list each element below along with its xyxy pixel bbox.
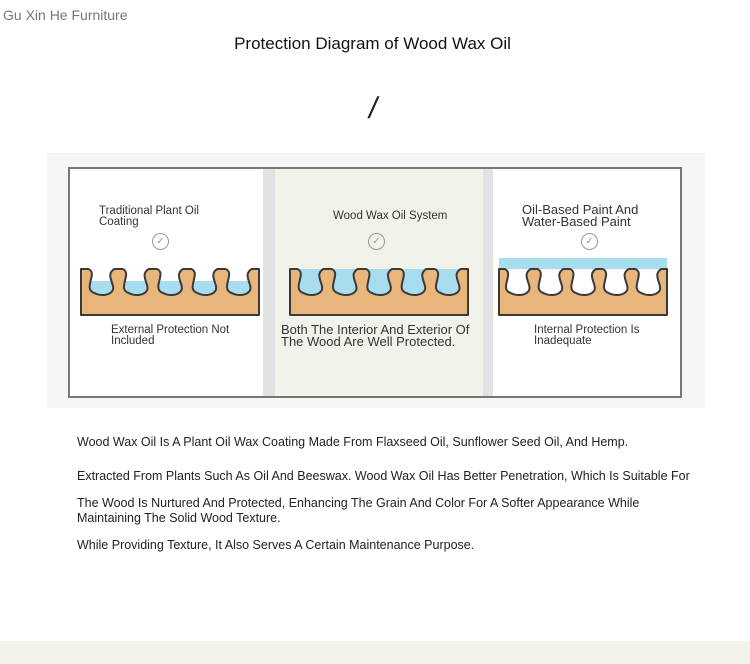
page-title: Protection Diagram of Wood Wax Oil <box>234 34 511 53</box>
panel-heading: Wood Wax Oil System <box>333 210 448 222</box>
description-paragraph: Wood Wax Oil Is A Plant Oil Wax Coating … <box>77 435 629 449</box>
panel-caption: External Protection Not Included <box>111 324 230 347</box>
panel-separator <box>263 169 275 396</box>
wood-surface-illustration <box>289 268 469 316</box>
paint-film <box>499 258 667 270</box>
wood-profile <box>498 268 668 316</box>
description-paragraph: The Wood Is Nurtured And Protected, Enha… <box>77 496 640 525</box>
description-paragraph: While Providing Texture, It Also Serves … <box>77 538 475 552</box>
check-circle-icon: ✓ <box>581 233 598 250</box>
panel-caption: Internal Protection Is Inadequate <box>534 324 640 347</box>
wood-profile <box>80 268 260 316</box>
wood-profile <box>289 268 469 316</box>
wood-surface-illustration <box>80 268 260 316</box>
check-circle-icon: ✓ <box>152 233 169 250</box>
brand-name: Gu Xin He Furniture <box>3 7 128 23</box>
divider-glyph: / <box>366 92 381 125</box>
wood-surface-illustration <box>498 258 668 316</box>
panel-wood-wax-oil: Wood Wax Oil System ✓ Both The Interior … <box>275 169 483 396</box>
diagram: Traditional Plant Oil Coating ✓ External… <box>68 167 682 398</box>
panel-paint: Oil-Based Paint And Water-Based Paint ✓ … <box>493 169 680 396</box>
panel-plant-oil: Traditional Plant Oil Coating ✓ External… <box>70 169 263 396</box>
description-paragraph: Extracted From Plants Such As Oil And Be… <box>77 469 690 483</box>
panel-caption: Both The Interior And Exterior Of The Wo… <box>281 322 470 349</box>
panel-heading: Traditional Plant Oil Coating <box>99 205 199 228</box>
check-circle-icon: ✓ <box>368 233 385 250</box>
panel-separator <box>483 169 493 396</box>
footer-band <box>0 641 750 664</box>
panel-heading: Oil-Based Paint And Water-Based Paint <box>522 202 639 229</box>
